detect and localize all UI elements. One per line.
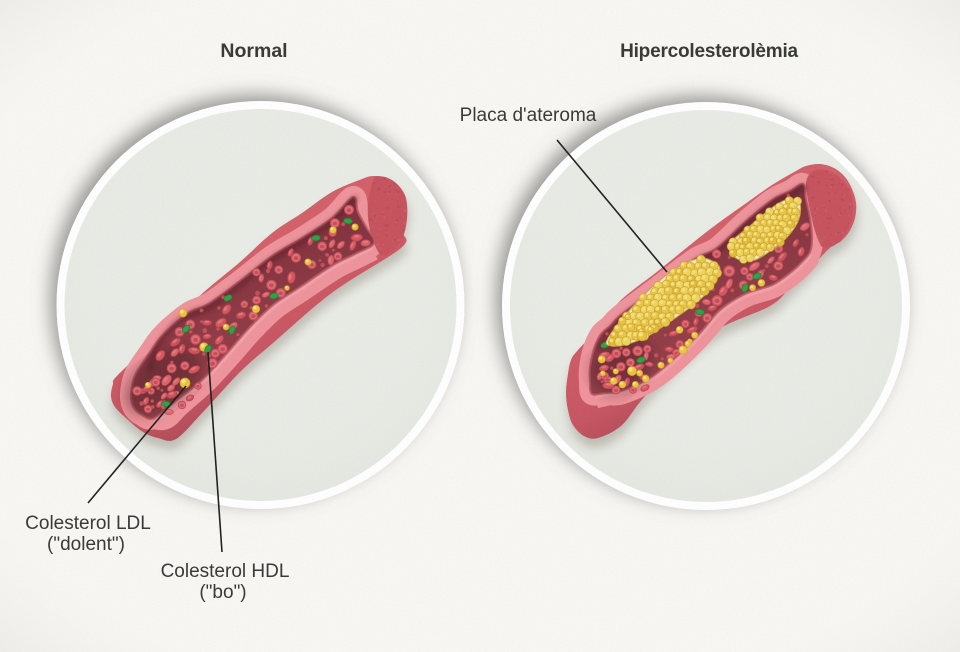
- svg-text:Placa d'ateroma: Placa d'ateroma: [460, 105, 597, 126]
- svg-text:Normal: Normal: [220, 40, 287, 62]
- svg-text:("bo"): ("bo"): [199, 582, 246, 603]
- svg-text:Colesterol HDL: Colesterol HDL: [161, 561, 290, 582]
- svg-text:Colesterol LDL: Colesterol LDL: [25, 513, 151, 534]
- svg-text:Hipercolesterolèmia: Hipercolesterolèmia: [620, 41, 798, 62]
- svg-text:("dolent"): ("dolent"): [47, 534, 125, 555]
